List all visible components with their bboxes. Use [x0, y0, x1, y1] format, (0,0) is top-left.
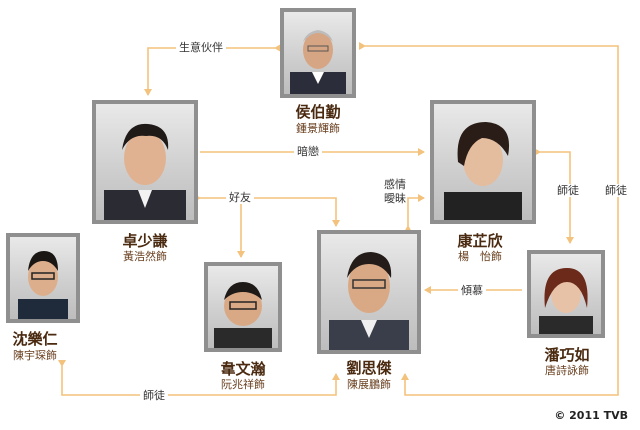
label-good-friend: 好友: [226, 191, 254, 204]
actor-name-poon: 唐詩詠飾: [545, 364, 589, 377]
label-crush: 暗戀: [294, 145, 322, 158]
portrait-lau: [317, 230, 421, 354]
actor-name-lau: 陳展鵬飾: [347, 378, 391, 391]
portrait-hong: [430, 100, 536, 224]
person-silhouette-icon: [18, 251, 68, 319]
actor-name-sum: 陳宇琛飾: [13, 349, 57, 362]
char-name-hau: 侯伯勤: [295, 103, 341, 121]
line-mentor-hau-lau: [359, 42, 619, 396]
char-name-cheuk: 卓少謙: [122, 232, 168, 250]
label-mentor-hau-lau: 師徒: [602, 184, 630, 197]
line-mentor-sum-lau: [58, 360, 340, 396]
portrait-hau: [280, 8, 356, 98]
char-name-wai: 韋文瀚: [220, 360, 266, 378]
label-admire: 傾慕: [458, 284, 486, 297]
person-silhouette-icon: [539, 268, 593, 334]
person-silhouette-icon: [329, 252, 409, 350]
person-silhouette-icon: [104, 123, 186, 220]
copyright-notice: © 2011 TVB: [554, 409, 628, 422]
actor-name-hong: 楊 怡飾: [458, 250, 502, 263]
person-silhouette-icon: [444, 122, 522, 220]
char-name-hong: 康芷欣: [457, 232, 503, 250]
portrait-wai: [204, 262, 282, 352]
label-business-partner: 生意伙伴: [176, 41, 226, 54]
actor-name-wai: 阮兆祥飾: [221, 378, 265, 391]
label-ambiguous-2: 曖昧: [384, 192, 406, 205]
label-ambiguous-1: 感情: [384, 178, 406, 191]
actor-name-cheuk: 黃浩然飾: [123, 250, 167, 263]
label-mentor-hong-poon: 師徒: [554, 184, 582, 197]
portrait-sum: [6, 233, 80, 323]
person-silhouette-icon: [214, 282, 272, 348]
char-name-poon: 潘巧如: [544, 346, 590, 364]
person-silhouette-icon: [290, 30, 346, 94]
line-business-partner: [144, 44, 281, 96]
actor-name-hau: 鍾景輝飾: [296, 122, 340, 135]
line-mentor-hong-poon: [534, 148, 574, 244]
line-good-friend-lau: [194, 194, 340, 227]
portrait-poon: [527, 250, 605, 338]
line-ambiguous: [404, 194, 425, 232]
portrait-cheuk: [92, 100, 198, 224]
char-name-sum: 沈樂仁: [12, 330, 58, 348]
label-mentor-sum-lau: 師徒: [140, 389, 168, 402]
char-name-lau: 劉思傑: [346, 359, 392, 377]
